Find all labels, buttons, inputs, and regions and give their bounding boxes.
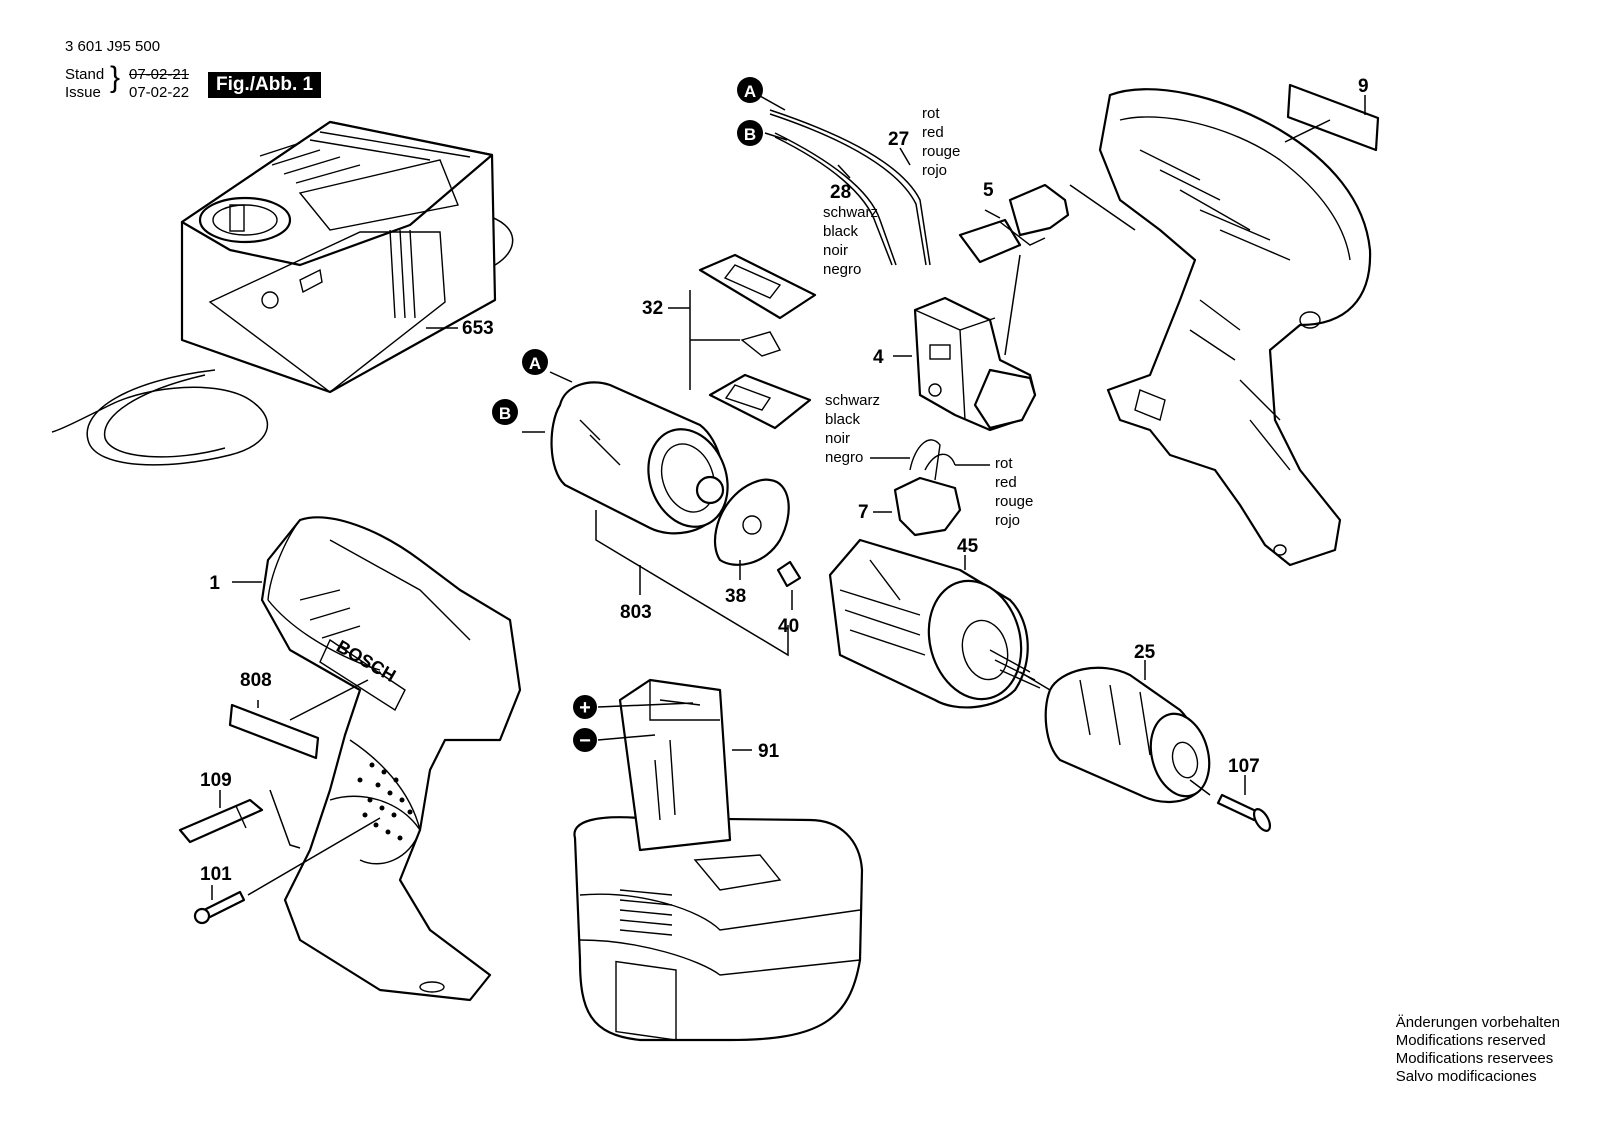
stand-label: Stand <box>65 66 105 83</box>
switch-parts-32: 32 <box>642 253 817 430</box>
part-107: 107 <box>1228 756 1260 777</box>
svg-text:rouge: rouge <box>922 143 960 160</box>
svg-text:rouge: rouge <box>995 493 1033 510</box>
svg-text:red: red <box>922 124 944 141</box>
svg-text:schwarz: schwarz <box>825 392 880 409</box>
svg-text:noir: noir <box>825 430 850 447</box>
svg-text:negro: negro <box>823 261 861 278</box>
svg-text:red: red <box>995 474 1017 491</box>
screw-107: 107 <box>1189 756 1272 832</box>
switch-button-5: 5 <box>958 180 1136 356</box>
date-new: 07-02-22 <box>129 84 190 101</box>
battery-91: 91 + − <box>573 678 864 1042</box>
svg-text:black: black <box>823 223 859 240</box>
wire-colors-mid-black: schwarz black noir negro <box>825 392 880 466</box>
label-808: 808 <box>228 670 369 760</box>
plate-38: 38 <box>713 478 790 607</box>
plus-terminal-callout <box>573 695 597 719</box>
part-109: 109 <box>200 770 232 791</box>
chuck-25: 25 <box>1044 642 1211 804</box>
part-101: 101 <box>200 864 232 885</box>
part-38: 38 <box>725 586 746 607</box>
footer-notice: Änderungen vorbehalten Modifications res… <box>1396 1014 1560 1086</box>
minus-sign: − <box>579 730 591 752</box>
svg-text:rot: rot <box>995 455 1013 472</box>
screw-101: 101 <box>193 817 381 925</box>
part-4: 4 <box>873 347 884 368</box>
wire-colors-mid-red: rot red rouge rojo <box>995 455 1033 529</box>
part-1: 1 <box>209 573 220 594</box>
bit-109: 109 <box>178 770 301 849</box>
wire-colors-top-red: rot red rouge rojo <box>922 105 960 179</box>
reverser-7: 7 <box>858 439 990 537</box>
svg-text:noir: noir <box>823 242 848 259</box>
housing-1: BOSCH 1 <box>209 516 522 1002</box>
wire-colors-top-black: schwarz black noir negro <box>823 204 878 278</box>
svg-text:B: B <box>744 125 756 144</box>
issue-label: Issue <box>65 84 101 101</box>
svg-text:B: B <box>499 404 511 423</box>
date-old: 07-02-21 <box>129 66 190 83</box>
brace: } <box>110 61 121 94</box>
wires-27-28: A B 27 28 <box>737 77 931 266</box>
part-25: 25 <box>1134 642 1156 663</box>
svg-text:negro: negro <box>825 449 863 466</box>
part-number: 3 601 J95 500 <box>65 38 161 55</box>
part-803: 803 <box>620 602 652 623</box>
minus-terminal-callout <box>573 728 597 752</box>
svg-text:A: A <box>529 354 541 373</box>
part-91: 91 <box>758 741 780 762</box>
part-5: 5 <box>983 180 994 201</box>
callout-B-wire <box>737 120 763 146</box>
part-27: 27 <box>888 129 909 150</box>
switch-4: 4 <box>873 296 1037 432</box>
part-7: 7 <box>858 502 869 523</box>
gearbox-45: 45 <box>828 536 1051 709</box>
grip-dots <box>357 762 413 841</box>
motor-803: A B 803 <box>492 349 789 657</box>
svg-text:black: black <box>825 411 861 428</box>
svg-text:rot: rot <box>922 105 940 122</box>
footer-line-de: Änderungen vorbehalten <box>1395 1014 1560 1031</box>
callout-A-motor <box>522 349 548 375</box>
part-9: 9 <box>1358 76 1369 97</box>
charger-653: 653 <box>51 120 514 466</box>
callout-A-wire <box>737 77 763 103</box>
plus-sign: + <box>579 697 591 719</box>
part-28: 28 <box>830 182 851 203</box>
footer-line-fr: Modifications reservees <box>1395 1050 1554 1067</box>
part-45: 45 <box>957 536 979 557</box>
svg-text:A: A <box>744 82 756 101</box>
part-808: 808 <box>240 670 272 691</box>
svg-text:rojo: rojo <box>995 512 1020 529</box>
svg-text:schwarz: schwarz <box>823 204 878 221</box>
footer-line-en: Modifications reserved <box>1395 1032 1546 1049</box>
footer-line-es: Salvo modificaciones <box>1395 1068 1537 1085</box>
part-653: 653 <box>462 318 494 339</box>
callout-B-motor <box>492 399 518 425</box>
part-32: 32 <box>642 298 663 319</box>
svg-text:rojo: rojo <box>922 162 947 179</box>
part-40: 40 <box>778 616 799 637</box>
figure-label: Fig./Abb. 1 <box>208 72 322 98</box>
housing-half-9: 9 <box>1098 76 1380 567</box>
screw-40: 40 <box>776 560 802 637</box>
